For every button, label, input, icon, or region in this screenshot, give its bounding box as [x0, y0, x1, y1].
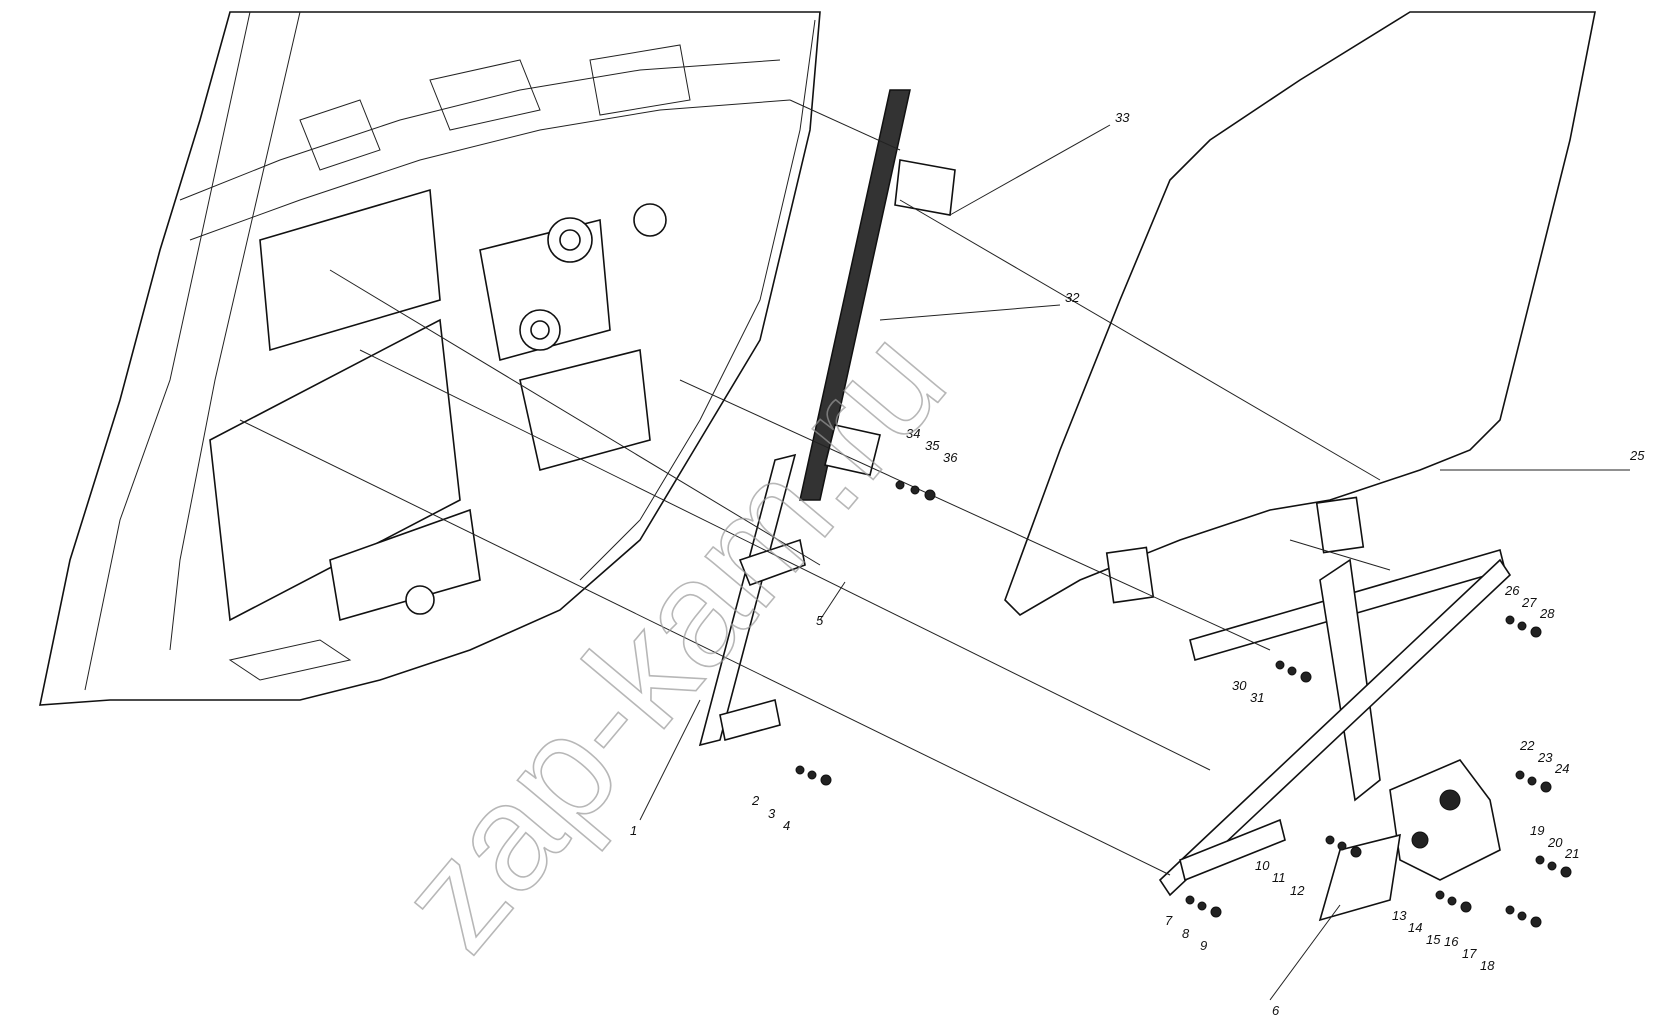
- callout-3: 3: [768, 806, 776, 821]
- callout-1: 1: [630, 823, 637, 838]
- callout-30: 30: [1232, 678, 1247, 693]
- door-inner-panel: [39, 11, 821, 706]
- callout-36: 36: [943, 450, 958, 465]
- callout-12: 12: [1290, 883, 1305, 898]
- callout-24: 24: [1554, 761, 1569, 776]
- callout-13: 13: [1392, 908, 1407, 923]
- window-glass: [1004, 11, 1596, 617]
- callout-5: 5: [816, 613, 824, 628]
- callout-4: 4: [783, 818, 790, 833]
- callout-labels: 1 2 3 4 5 6 7 8 9 10 11 12 13 14 15 16 1…: [630, 110, 1645, 1018]
- callout-33: 33: [1115, 110, 1130, 125]
- callout-25: 25: [1629, 448, 1645, 463]
- callout-35: 35: [925, 438, 940, 453]
- callout-15: 15: [1426, 932, 1441, 947]
- fasteners: [795, 480, 1572, 928]
- callout-20: 20: [1547, 835, 1563, 850]
- callout-17: 17: [1462, 946, 1477, 961]
- callout-18: 18: [1480, 958, 1495, 973]
- callout-23: 23: [1537, 750, 1553, 765]
- callout-2: 2: [751, 793, 760, 808]
- callout-7: 7: [1165, 913, 1173, 928]
- leader-lines: [239, 99, 1391, 876]
- callout-19: 19: [1530, 823, 1544, 838]
- callout-31: 31: [1250, 690, 1264, 705]
- callout-27: 27: [1521, 595, 1537, 610]
- callout-32: 32: [1065, 290, 1080, 305]
- window-regulator: [1158, 549, 1512, 922]
- callout-leaders: [639, 124, 1630, 1001]
- callout-28: 28: [1539, 606, 1555, 621]
- callout-14: 14: [1408, 920, 1422, 935]
- callout-34: 34: [906, 426, 920, 441]
- callout-8: 8: [1182, 926, 1190, 941]
- callout-16: 16: [1444, 934, 1459, 949]
- callout-26: 26: [1504, 583, 1520, 598]
- callout-10: 10: [1255, 858, 1270, 873]
- callout-21: 21: [1564, 846, 1579, 861]
- callout-9: 9: [1200, 938, 1207, 953]
- callout-6: 6: [1272, 1003, 1280, 1018]
- callout-22: 22: [1519, 738, 1535, 753]
- callout-11: 11: [1272, 870, 1286, 885]
- front-guide-rail: [698, 453, 806, 747]
